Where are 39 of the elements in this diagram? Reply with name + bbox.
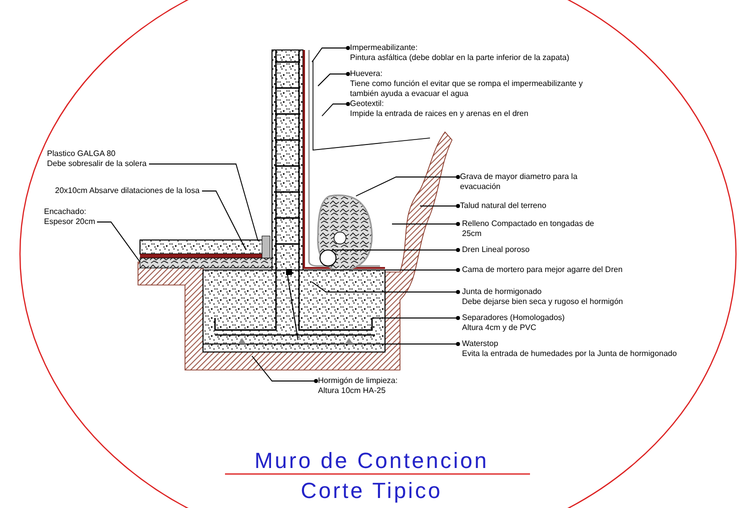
- callout-text: Pintura asfáltica (debe doblar en la parte inferior de la zapata): [350, 53, 570, 63]
- leader-line: [332, 248, 460, 252]
- callout-heading: Huevera:: [350, 69, 384, 79]
- callout-text: Relleno Compactado en tongadas de 25cm: [462, 219, 596, 239]
- callout-text: Grava de mayor diametro para la evacuación: [460, 172, 578, 192]
- leader-line: [392, 222, 460, 226]
- callout-heading: Hormigón de limpieza:: [318, 376, 399, 386]
- callout-text: Debe dejarse bien seca y rugoso el hormigón: [462, 297, 624, 307]
- callout-heading: Separadores (Homologados): [462, 313, 566, 323]
- leader-line: [420, 204, 460, 208]
- drawing-title: Muro de Contencion: [254, 448, 489, 474]
- leader-line: [372, 316, 460, 320]
- callout-text: Cama de mortero para mejor agarre del Dren: [462, 265, 624, 275]
- leader-line: [312, 282, 460, 294]
- callout-text: Dren Lineal poroso: [462, 245, 531, 255]
- callout-text: Impide la entrada de raices en y arenas en el dren: [350, 109, 530, 119]
- callout-text: Altura 10cm HA-25: [318, 386, 387, 396]
- leader-line: [202, 190, 246, 250]
- leader-line: [322, 102, 350, 116]
- callout-heading: Waterstop: [462, 339, 500, 349]
- callout-heading: Plastico GALGA 80: [47, 149, 116, 159]
- leader-line: [312, 46, 350, 62]
- leader-line: [252, 356, 318, 383]
- leader-line: [356, 175, 460, 196]
- callout-heading: Geotextil:: [350, 99, 385, 109]
- callout-text: Evita la entrada de humedades por la Junta de hormigonado: [462, 349, 678, 359]
- leader-line: [148, 164, 258, 242]
- leader-line: [96, 222, 140, 262]
- callout-text: Altura 4cm y de PVC: [462, 323, 538, 333]
- callout-text: Debe sobresalir de la solera: [47, 159, 148, 169]
- leader-line: [318, 72, 350, 86]
- callout-text: Espesor 20cm: [44, 217, 96, 227]
- callout-text: Talud natural del terreno: [460, 201, 548, 211]
- callout-heading: Impermeabilizante:: [350, 43, 419, 53]
- callout-heading: Junta de hormigonado: [462, 287, 543, 297]
- callout-text: 20x10cm Absarve dilataciones de la losa: [55, 186, 201, 196]
- drawing-subtitle: Corte Tipico: [300, 478, 442, 504]
- callout-text: Tiene como función el evitar que se rompa el impermeabilizante y también ayuda a evacuar el agua: [350, 79, 584, 99]
- callout-heading: Encachado:: [44, 207, 88, 217]
